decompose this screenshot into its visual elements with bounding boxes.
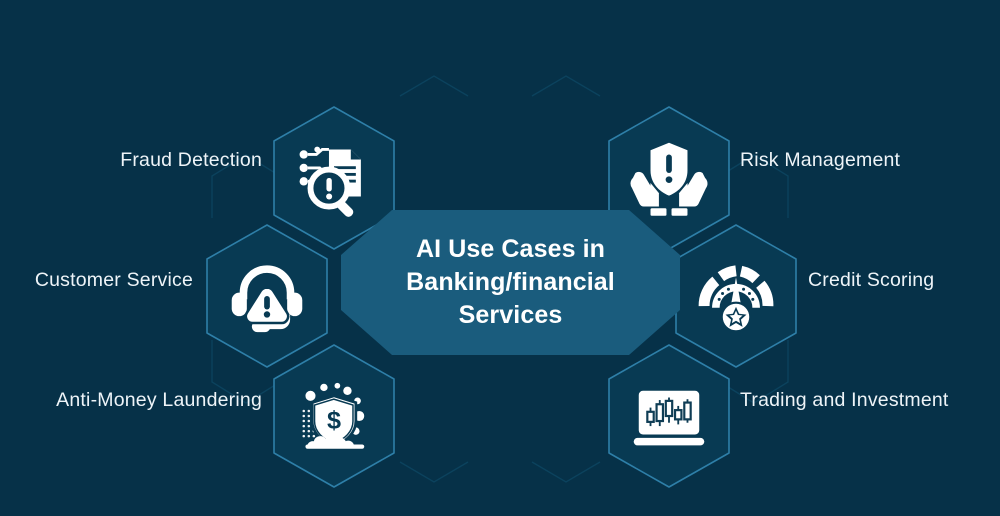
shield-dollar-bubbles-icon: $ — [302, 382, 365, 449]
center-title-line-3: Services — [458, 301, 563, 329]
laptop-candlestick-chart-icon — [633, 390, 705, 446]
node-credit-scoring[interactable] — [666, 220, 806, 372]
label-risk-management: Risk Management — [740, 149, 901, 171]
node-fraud-detection[interactable] — [264, 102, 404, 254]
svg-text:$: $ — [327, 407, 341, 435]
label-credit-scoring: Credit Scoring — [808, 269, 935, 291]
node-anti-money-laundering[interactable]: $ — [264, 340, 404, 492]
center-panel: AI Use Cases in Banking/financial Servic… — [340, 209, 681, 356]
gauge-star-badge-icon — [698, 265, 774, 333]
label-trading-investment: Trading and Investment — [740, 389, 949, 411]
hands-holding-shield-alert-icon — [630, 142, 708, 216]
center-title: AI Use Cases in Banking/financial Servic… — [340, 209, 681, 356]
node-trading-investment[interactable] — [599, 340, 739, 492]
center-title-line-1: AI Use Cases in — [415, 235, 606, 263]
document-circuit-magnifier-alert-icon — [299, 146, 361, 217]
headset-warning-triangle-icon — [231, 265, 303, 333]
center-title-line-2: Banking/financial — [406, 268, 615, 296]
label-customer-service: Customer Service — [34, 269, 193, 291]
label-anti-money-laundering: Anti-Money Laundering — [56, 389, 262, 411]
node-customer-service[interactable] — [197, 220, 337, 372]
node-risk-management[interactable] — [599, 102, 739, 254]
label-fraud-detection: Fraud Detection — [120, 149, 262, 171]
center-panel-shape — [341, 210, 680, 355]
